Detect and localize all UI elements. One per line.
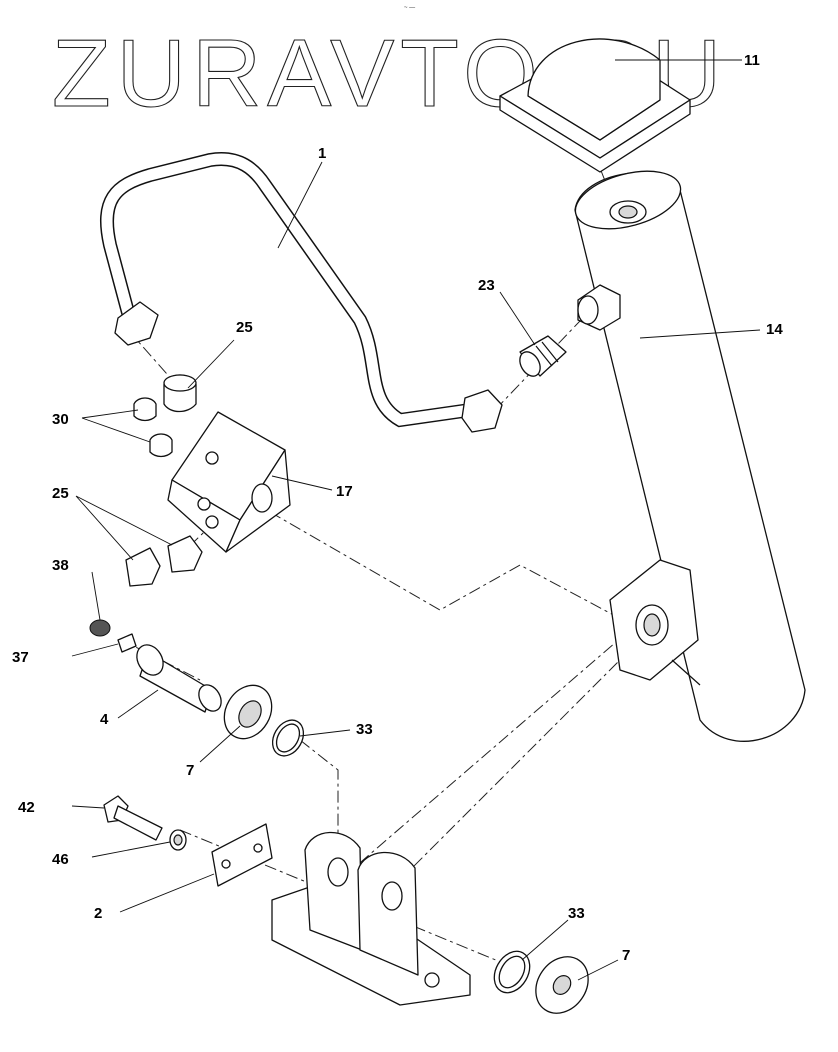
label-part-7-upper: 7 — [186, 762, 194, 779]
mounting-bracket — [271, 831, 471, 1006]
part-11-end-cap — [499, 38, 691, 173]
part-17-valve-block — [167, 411, 291, 553]
part-labels: 1 11 14 23 25 30 17 25 38 37 4 7 33 42 4… — [12, 52, 783, 964]
label-part-17: 17 — [336, 483, 353, 500]
part-42-bolt — [103, 795, 163, 841]
label-part-23: 23 — [478, 277, 495, 294]
part-33-oring-lower — [493, 950, 531, 994]
label-part-25-top: 25 — [236, 319, 253, 336]
label-part-30: 30 — [52, 411, 69, 428]
label-part-37: 37 — [12, 649, 29, 666]
part-25-plugs-lower — [125, 535, 203, 587]
part-14-cylinder — [574, 170, 806, 742]
label-part-11: 11 — [744, 52, 760, 69]
label-part-25-lower: 25 — [52, 485, 69, 502]
part-7-washer-upper — [223, 684, 273, 740]
part-38-nut — [89, 619, 111, 637]
part-30-plugs — [133, 397, 173, 458]
part-4-pin — [136, 644, 222, 713]
top-mark: ~ — — [404, 5, 415, 11]
part-37-grease-nipple — [117, 633, 137, 653]
label-part-2: 2 — [94, 905, 102, 922]
part-2-plate — [211, 823, 273, 887]
label-part-42: 42 — [18, 799, 35, 816]
label-part-46: 46 — [52, 851, 69, 868]
part-33-oring-upper — [271, 719, 305, 757]
part-25-plug-top — [163, 374, 197, 413]
label-part-38: 38 — [52, 557, 69, 574]
label-part-4: 4 — [100, 711, 109, 728]
part-23-fitting — [519, 335, 567, 377]
label-part-33-lower: 33 — [568, 905, 585, 922]
label-part-7-lower: 7 — [622, 947, 630, 964]
leader-lines — [71, 59, 761, 981]
part-46-lock-washer — [169, 829, 187, 851]
label-part-33-upper: 33 — [356, 721, 373, 738]
part-7-washer-lower — [535, 956, 589, 1014]
part-1-pipe — [99, 152, 503, 433]
label-part-1: 1 — [318, 145, 326, 162]
label-part-14: 14 — [766, 321, 783, 338]
